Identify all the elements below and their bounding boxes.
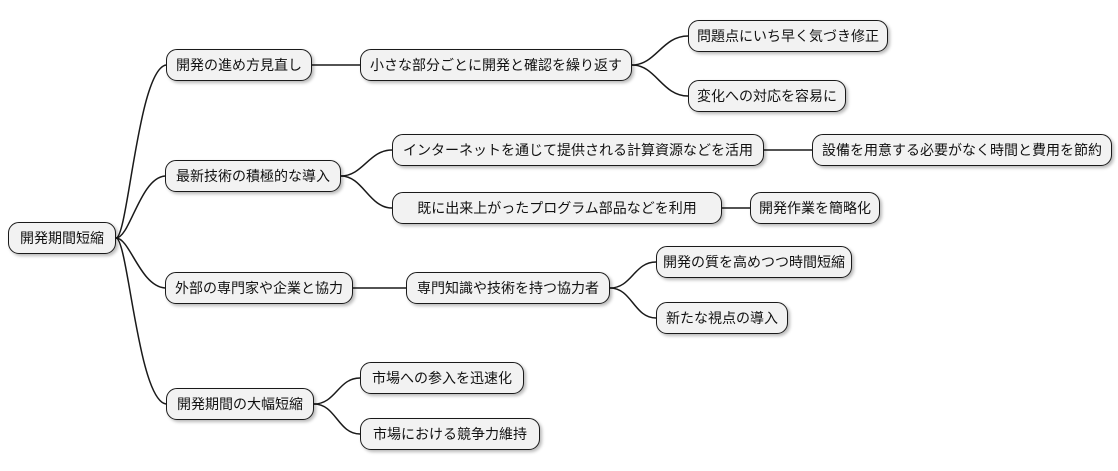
node-quality-and-time[interactable]: 開発の質を高めつつ時間短縮: [656, 246, 852, 278]
connector-root-branch1: [115, 64, 167, 239]
connector-branch4-child1: [313, 377, 361, 405]
node-new-perspectives[interactable]: 新たな視点の導入: [656, 302, 788, 334]
connector-branch2-child1: [340, 149, 393, 177]
node-root[interactable]: 開発期間短縮: [8, 222, 116, 254]
connector-branch4-child2: [313, 403, 361, 435]
connector-root-branch2: [115, 175, 166, 239]
node-simplify-work[interactable]: 開発作業を簡略化: [750, 192, 880, 224]
node-branch-new-technology[interactable]: 最新技術の積極的な導入: [165, 160, 341, 192]
node-reuse-components[interactable]: 既に出来上がったプログラム部品などを利用: [392, 192, 722, 224]
node-market-competitiveness[interactable]: 市場における競争力維持: [360, 418, 540, 450]
node-fast-market-entry[interactable]: 市場への参入を迅速化: [360, 362, 524, 394]
node-branch-external-collaboration[interactable]: 外部の専門家や企業と協力: [165, 272, 353, 304]
node-branch-major-shortening[interactable]: 開発期間の大幅短縮: [166, 388, 314, 420]
connector-root-branch3: [115, 237, 166, 289]
connector-b1c1-gc2: [631, 64, 689, 97]
node-branch-review-process[interactable]: 開発の進め方見直し: [166, 49, 312, 81]
node-cloud-resources[interactable]: インターネットを通じて提供される計算資源などを活用: [392, 134, 764, 166]
node-expert-collaborators[interactable]: 専門知識や技術を持つ協力者: [406, 272, 610, 304]
node-easy-change-response[interactable]: 変化への対応を容易に: [688, 80, 846, 112]
connector-b3c1-gc2: [609, 287, 657, 319]
connector-b3c1-gc1: [609, 261, 657, 289]
node-early-problem-fix[interactable]: 問題点にいち早く気づき修正: [688, 20, 888, 52]
node-iterate-small-parts[interactable]: 小さな部分ごとに開発と確認を繰り返す: [360, 49, 632, 81]
connector-root-branch4: [115, 237, 167, 405]
node-save-time-cost[interactable]: 設備を用意する必要がなく時間と費用を節約: [812, 134, 1112, 166]
connector-b1c1-gc1: [631, 35, 689, 66]
connector-branch2-child2: [340, 175, 393, 209]
